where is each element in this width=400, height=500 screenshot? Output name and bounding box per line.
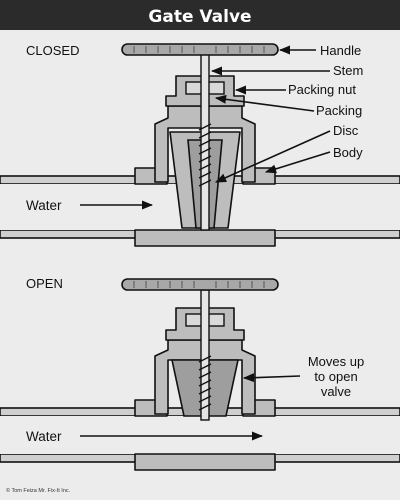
open-handle-wheel xyxy=(121,278,279,291)
open-note-line-2: to open xyxy=(314,369,357,384)
closed-handle-wheel xyxy=(121,43,279,56)
closed-stem-thread xyxy=(198,123,212,187)
open-water-label: Water xyxy=(26,429,62,444)
open-note-line-3: valve xyxy=(321,384,351,399)
handle-label: Handle xyxy=(320,43,361,58)
open-note-line-1: Moves up xyxy=(308,354,364,369)
open-note-arrow xyxy=(242,373,301,383)
closed-callouts xyxy=(210,45,331,183)
copyright-credit: © Tom Feiza Mr. Fix-It Inc. xyxy=(6,487,71,494)
closed-state-label: CLOSED xyxy=(26,43,79,58)
closed-water-label: Water xyxy=(26,198,62,213)
body-label: Body xyxy=(333,145,363,160)
packing-label: Packing xyxy=(316,103,362,118)
disc-label: Disc xyxy=(333,123,359,138)
stem-label: Stem xyxy=(333,63,363,78)
diagram-title: Gate Valve xyxy=(148,7,251,27)
packing-nut-label: Packing nut xyxy=(288,82,356,97)
open-stem-thread xyxy=(198,355,212,411)
open-valve-body xyxy=(134,339,276,471)
open-state-label: OPEN xyxy=(26,276,63,291)
title-bar xyxy=(0,0,400,30)
